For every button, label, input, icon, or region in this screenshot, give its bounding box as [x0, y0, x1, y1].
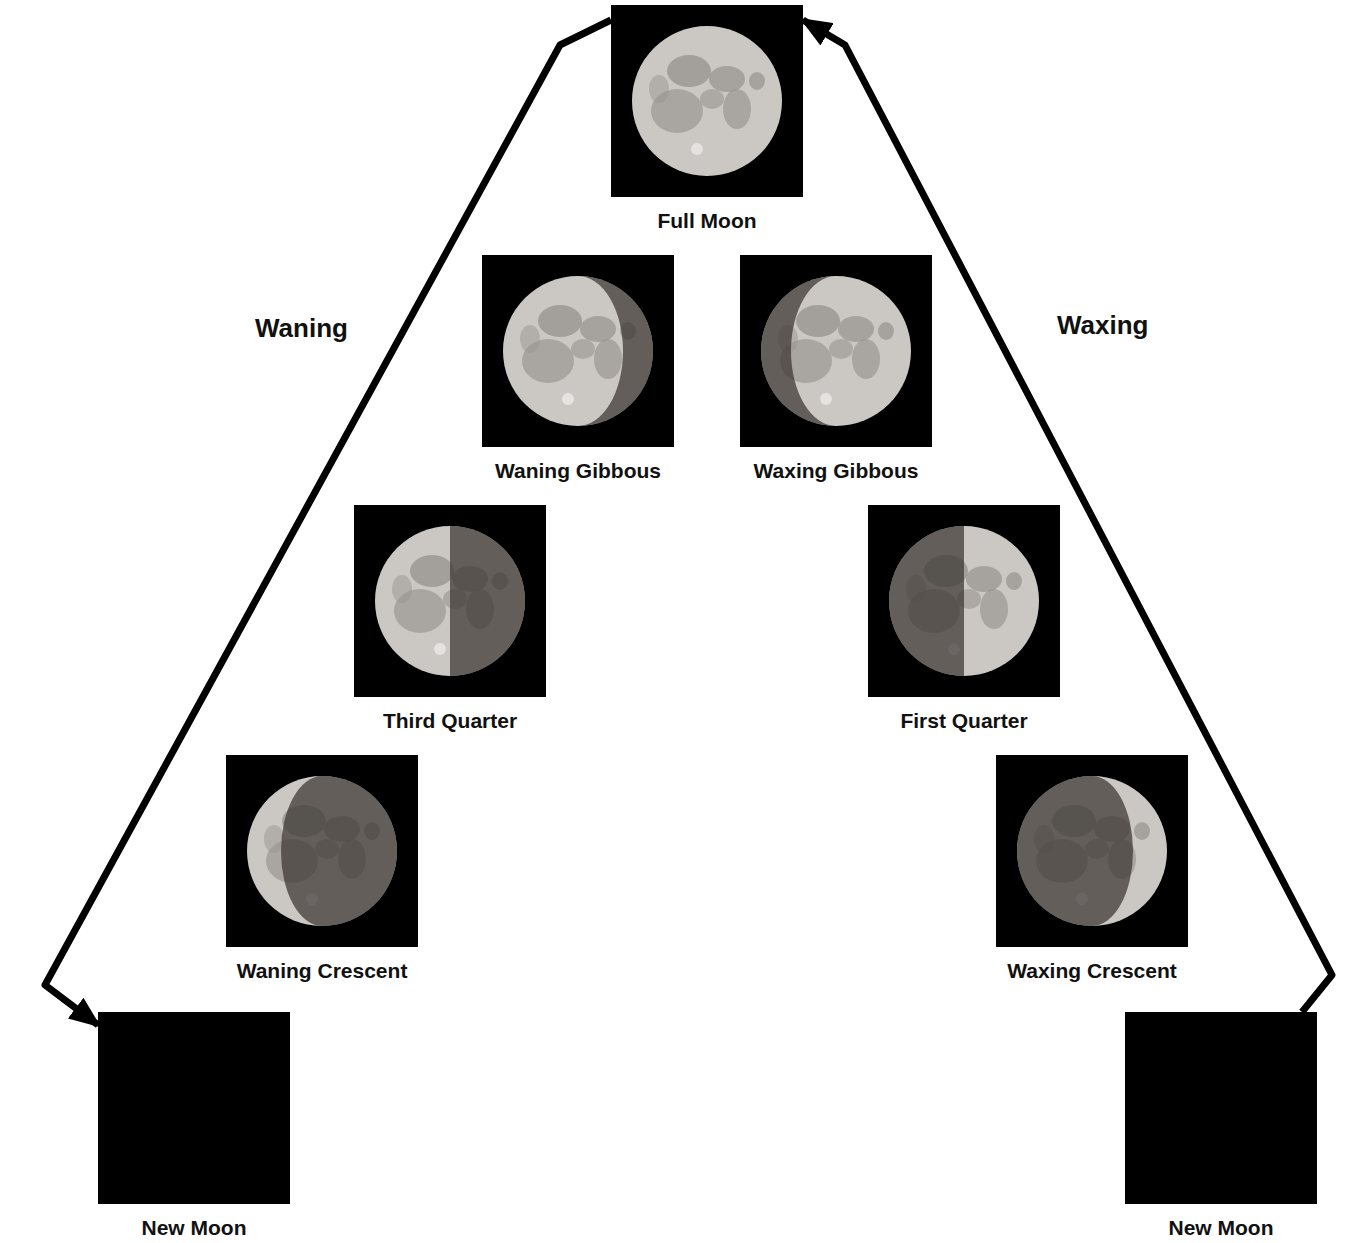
moon-frame	[1125, 1012, 1317, 1204]
phase-label: Waxing Crescent	[1007, 959, 1177, 983]
moon-phase: Waxing Crescent	[996, 755, 1188, 947]
phase-label: Waxing Gibbous	[754, 459, 919, 483]
moon-frame	[996, 755, 1188, 947]
moon-phase: Third Quarter	[354, 505, 546, 697]
moon-phase: Waxing Gibbous	[740, 255, 932, 447]
cycle-arrow	[803, 20, 1332, 1012]
direction-label: Waxing	[1057, 310, 1148, 341]
moon-phase: New Moon	[98, 1012, 290, 1204]
moon-frame	[354, 505, 546, 697]
moon-phase: Waning Crescent	[226, 755, 418, 947]
phase-label: New Moon	[1169, 1216, 1274, 1240]
direction-label: Waning	[255, 313, 348, 344]
moon-frame	[611, 5, 803, 197]
moon-phase: New Moon	[1125, 1012, 1317, 1204]
phase-label: Full Moon	[657, 209, 756, 233]
phase-label: Waning Crescent	[237, 959, 408, 983]
moon-phase: Full Moon	[611, 5, 803, 197]
moon-frame	[98, 1012, 290, 1204]
moon-frame	[740, 255, 932, 447]
moon-frame	[868, 505, 1060, 697]
moon-frame	[226, 755, 418, 947]
moon-phase: Waning Gibbous	[482, 255, 674, 447]
phase-label: Third Quarter	[383, 709, 517, 733]
moon-frame	[482, 255, 674, 447]
phase-label: Waning Gibbous	[495, 459, 661, 483]
cycle-arrow	[45, 20, 611, 1025]
moon-phase: First Quarter	[868, 505, 1060, 697]
phase-label: First Quarter	[900, 709, 1027, 733]
phase-label: New Moon	[142, 1216, 247, 1240]
